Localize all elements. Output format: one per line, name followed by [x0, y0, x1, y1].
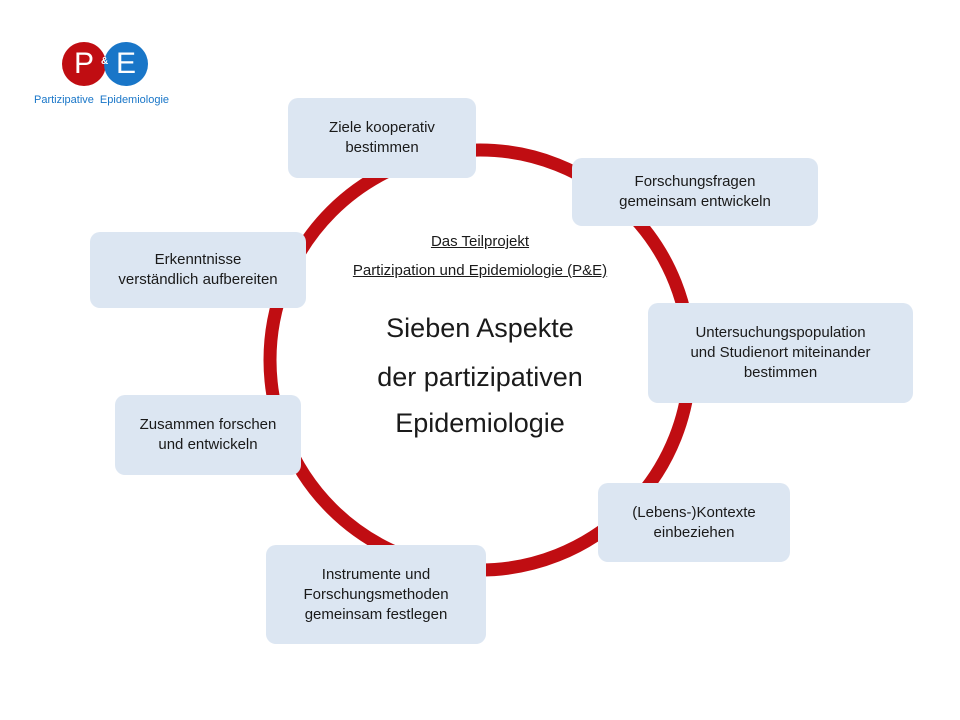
- logo-tagline: Partizipative Epidemiologie: [34, 94, 169, 106]
- pe-logo: P E & Partizipative Epidemiologie: [30, 40, 180, 110]
- aspect-box-population: Untersuchungspopulation und Studienort m…: [648, 303, 913, 403]
- logo-tagline-left: Partizipative: [34, 94, 94, 106]
- title-line-3: Epidemiologie: [395, 408, 565, 438]
- aspect-box-ziele: Ziele kooperativ bestimmen: [288, 98, 476, 178]
- logo-ampersand: &: [101, 56, 109, 67]
- aspect-box-zusammen: Zusammen forschen und entwickeln: [115, 395, 301, 475]
- subtitle-teilprojekt: Das Teilprojekt: [430, 233, 530, 250]
- subtitle-project-name: Partizipation und Epidemiologie (P&E): [352, 262, 608, 279]
- title-line-2: der partizipativen: [377, 362, 583, 392]
- logo-e-circle: E: [104, 42, 148, 86]
- logo-tagline-right: Epidemiologie: [99, 94, 170, 106]
- aspect-box-forschungsfragen: Forschungsfragen gemeinsam entwickeln: [572, 158, 818, 226]
- aspect-box-instrumente: Instrumente und Forschungsmethoden gemei…: [266, 545, 486, 644]
- title-line-1: Sieben Aspekte: [386, 313, 574, 343]
- aspect-box-erkenntnisse: Erkenntnisse verständlich aufbereiten: [90, 232, 306, 308]
- logo-p-circle: P: [62, 42, 106, 86]
- aspect-box-kontexte: (Lebens-)Kontexte einbeziehen: [598, 483, 790, 562]
